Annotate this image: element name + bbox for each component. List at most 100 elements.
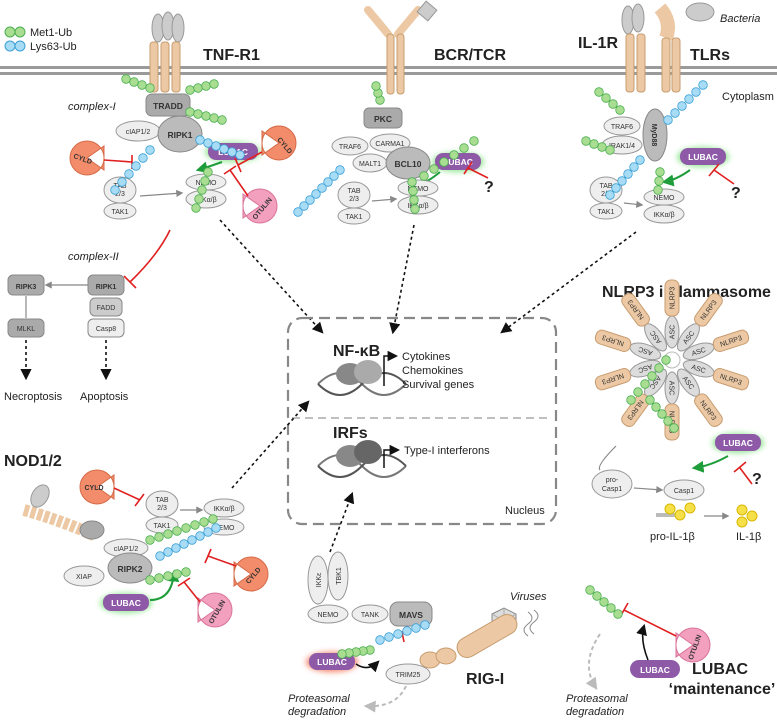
lys63-ub-unit: [163, 547, 173, 557]
cytokines-label: Cytokines: [402, 351, 451, 363]
necroptosis-label: Necroptosis: [4, 391, 63, 403]
question-tlr: ?: [731, 185, 741, 202]
tnf-to-nfkb-arrow: [219, 219, 324, 334]
lubac-rig-label: LUBAC: [317, 657, 347, 667]
maint-degradation-arrow: [585, 633, 601, 690]
maint-deg-label-2: degradation: [566, 706, 624, 718]
nlrp3-protein: [694, 393, 723, 427]
tak1-to-nemo-arrow: [139, 189, 184, 198]
tak1-label-tnf: TAK1: [112, 209, 129, 216]
carma1-bcr: [369, 133, 411, 153]
irf-transcription-arrow: [383, 444, 401, 468]
lubac-nlrp3: [715, 434, 761, 451]
question-inhibits-lubac-nlrp3: [733, 461, 753, 485]
lys63-ub-unit: [211, 141, 221, 151]
met1-ub-unit: [200, 176, 210, 186]
survival-label: Survival genes: [402, 379, 475, 391]
nlrp3-inflammasome-ring: ASCNLRP3ASCNLRP3ASCNLRP3ASCNLRP3ASCNLRP3…: [594, 279, 750, 441]
lubac-arrow-tnf: [195, 161, 223, 174]
tab-tak1-nod: [145, 490, 179, 534]
met1-ub-unit: [137, 80, 147, 90]
met1-ub-unit: [193, 109, 203, 119]
traf6-tlr-label: TRAF6: [611, 124, 633, 131]
nlrp3-protein: [621, 393, 650, 427]
il1b-label: IL-1β: [736, 531, 761, 543]
met1-ub-unit: [601, 93, 611, 103]
nfkb-label: NF-κB: [333, 343, 380, 360]
lys63-ub-unit: [211, 523, 221, 533]
bacteria-label: Bacteria: [720, 13, 760, 25]
asc-label: ASC: [637, 362, 653, 373]
cyld-nod-inhibits: [113, 487, 145, 507]
tab-tak1-tnf: [103, 176, 137, 220]
otulin-tnf: [242, 188, 278, 224]
lys63-ub-unit: [187, 535, 197, 545]
ripk1b-label: RIPK1: [96, 284, 117, 291]
lys63-ub-unit: [402, 626, 412, 636]
tbk1-protein: [327, 551, 349, 601]
casp1-protein: [663, 479, 705, 501]
met1-ub-unit: [669, 423, 679, 433]
bcr-receptor: [364, 0, 438, 95]
lubac-maint-arrow: [636, 623, 649, 661]
otulin-inhibits: [223, 165, 249, 197]
met1-ub-unit: [459, 143, 469, 153]
met1-ub-unit: [209, 79, 219, 89]
lubac-nod-label: LUBAC: [111, 598, 141, 608]
nemo-label-bcr: NEMO: [408, 186, 430, 193]
tab-label-nod: TAB: [155, 497, 168, 504]
casp8-protein: [87, 318, 125, 338]
lys63-ub-legend-icon: [4, 40, 26, 52]
irak-tlr-label: IRAK1/4: [609, 143, 635, 150]
pkc-protein: [363, 107, 403, 129]
il1b-icon: [736, 504, 758, 528]
nlrp3-protein: [594, 329, 632, 353]
tab-tak1-bcr: [337, 181, 371, 225]
met1-ub-unit: [410, 204, 420, 214]
lubac-arrow-nlrp3: [691, 455, 729, 473]
lubac-tlr-label: LUBAC: [688, 152, 718, 162]
lys63-ub-unit: [117, 177, 127, 187]
tak1-label-nod: TAK1: [154, 523, 171, 530]
nemo-label-nod: NEMO: [214, 525, 236, 532]
tab-label-bcr: TAB: [347, 188, 360, 195]
lys63-ub-unit: [611, 183, 621, 193]
lys63-ub-unit: [335, 165, 345, 175]
met1-ub-unit: [581, 136, 591, 146]
nod-title: NOD1/2: [4, 453, 62, 470]
met1-ub-unit: [597, 142, 607, 152]
nlrp3-protein: [694, 293, 723, 327]
mavs-protein: [389, 601, 433, 627]
lys63-ub-unit: [329, 171, 339, 181]
lys63-ub-unit: [155, 551, 165, 561]
rig-to-irf-arrow: [329, 491, 355, 553]
traf6-bcr-label: TRAF6: [339, 144, 361, 151]
apoptosis-label: Apoptosis: [80, 391, 129, 403]
tab-sub-label-tnf: 2/3: [115, 191, 125, 198]
met1-ub-unit: [163, 529, 173, 539]
lys63-ub-unit: [124, 169, 134, 179]
lys63-ub-unit: [145, 145, 155, 155]
nucleus-box: [286, 316, 558, 526]
pro-il1b-icon: [656, 502, 696, 521]
casp8-label: Casp8: [96, 326, 116, 333]
bcr-to-nfkb-arrow: [389, 224, 415, 335]
bcl10-bcr: [385, 146, 431, 180]
maint-title-1: LUBAC: [692, 661, 748, 678]
met1-ub-unit: [655, 167, 665, 177]
otulin-nod-inhibits: [177, 577, 201, 603]
otulin-maint: [675, 627, 711, 663]
met1-ub-unit: [594, 87, 604, 97]
maint-deg-label-1: Proteasomal: [566, 693, 628, 705]
met1-ub-unit: [199, 517, 209, 527]
ripk2-nod-label: RIPK2: [117, 564, 142, 574]
met1-ub-unit: [626, 395, 636, 405]
nucleus-label: Nucleus: [505, 505, 545, 517]
carma1-bcr-label: CARMA1: [375, 141, 404, 148]
met1-ub-unit: [407, 177, 417, 187]
question-bcr: ?: [484, 179, 494, 196]
lys63-ub-unit: [195, 531, 205, 541]
lubac-bcr-label: LUBAC: [443, 157, 473, 167]
ripk3-label: RIPK3: [16, 284, 37, 291]
